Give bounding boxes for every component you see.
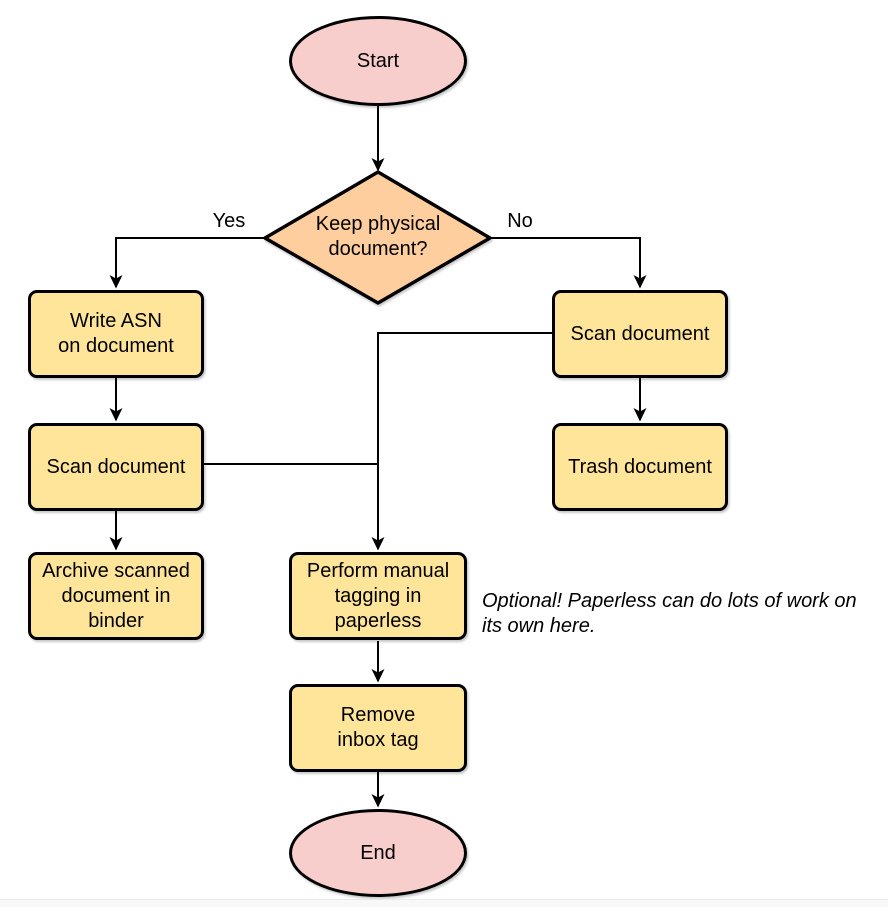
edge-yes-branch bbox=[109, 237, 265, 289]
decision-node-label: Keep physical document? bbox=[315, 213, 441, 260]
trash-document-node-label: Trash document bbox=[568, 455, 712, 478]
end-node-label: End bbox=[360, 841, 396, 864]
optional-note: Optional! Paperless can do lots of work … bbox=[482, 590, 857, 637]
archive-document-node-label: Archive scanned document in binder bbox=[42, 559, 190, 632]
trash-document-node: Trash document bbox=[552, 423, 728, 511]
write-asn-node-label: Write ASN on document bbox=[58, 310, 174, 357]
no-branch-label: No bbox=[507, 210, 533, 232]
archive-document-node: Archive scanned document in binder bbox=[28, 552, 204, 640]
yes-branch-label: Yes bbox=[212, 210, 246, 232]
scan-document-no-node: Scan document bbox=[552, 290, 728, 378]
write-asn-node: Write ASN on document bbox=[28, 290, 204, 378]
remove-inbox-tag-node-label: Remove inbox tag bbox=[337, 704, 419, 751]
end-node: End bbox=[289, 809, 467, 897]
scan-document-yes-node: Scan document bbox=[28, 423, 204, 511]
edge-no-branch bbox=[490, 237, 647, 289]
start-node: Start bbox=[289, 16, 467, 106]
manual-tagging-node: Perform manual tagging in paperless bbox=[289, 552, 467, 640]
scan-document-no-node-label: Scan document bbox=[570, 322, 710, 345]
page-bottom-edge bbox=[0, 899, 888, 907]
manual-tagging-node-label: Perform manual tagging in paperless bbox=[306, 559, 450, 632]
decision-node-shape bbox=[263, 170, 492, 305]
remove-inbox-tag-node: Remove inbox tag bbox=[289, 684, 467, 772]
scan-document-yes-node-label: Scan document bbox=[46, 455, 186, 478]
edge-scan-no-to-tagging bbox=[371, 332, 553, 551]
start-node-label: Start bbox=[356, 49, 400, 72]
